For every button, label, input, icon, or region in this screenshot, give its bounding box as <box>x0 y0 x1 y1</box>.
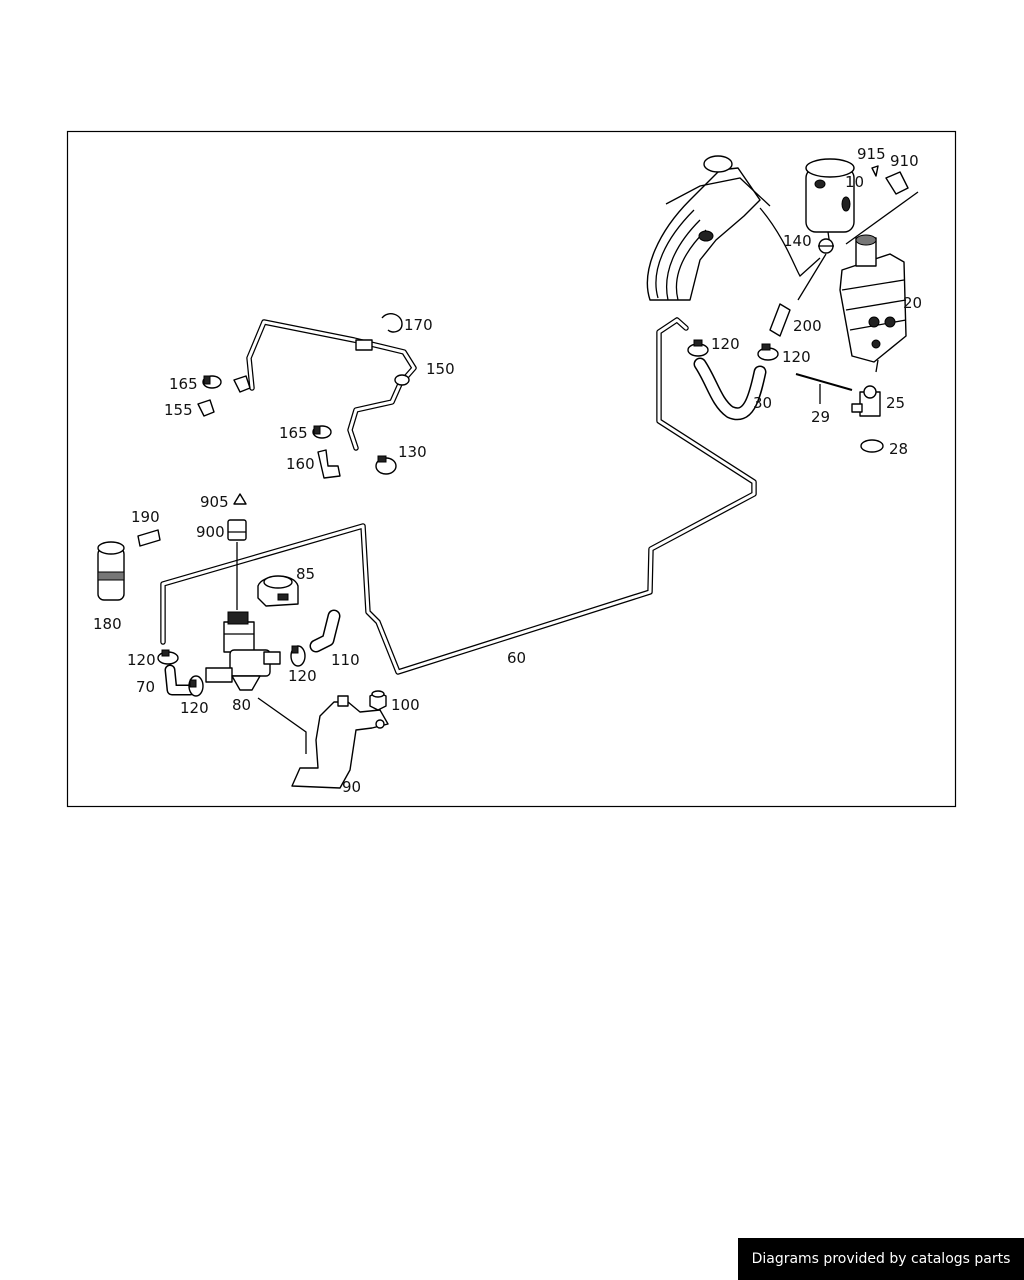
clamp-120-b[interactable] <box>757 343 779 361</box>
label-200: 200 <box>793 317 822 335</box>
label-170: 170 <box>404 316 433 334</box>
cap-905[interactable] <box>233 493 247 505</box>
label-180: 180 <box>93 615 122 633</box>
intake-assembly[interactable] <box>646 155 821 301</box>
line-60[interactable] <box>160 317 757 675</box>
clamp-120-c[interactable] <box>157 649 179 665</box>
label-150: 150 <box>426 360 455 378</box>
clamp-120-e[interactable] <box>290 645 306 667</box>
label-915: 915 <box>857 145 886 163</box>
filter-10[interactable] <box>805 158 855 247</box>
fitting-155-link <box>233 375 251 393</box>
clip-140[interactable] <box>818 238 834 254</box>
label-80: 80 <box>232 696 251 714</box>
label-25: 25 <box>886 394 905 412</box>
label-910: 910 <box>890 152 919 170</box>
filter-180[interactable] <box>97 541 125 601</box>
cap-915[interactable] <box>871 165 879 177</box>
label-10: 10 <box>845 173 864 191</box>
seal-ring-28[interactable] <box>860 439 884 453</box>
clamp-120-d[interactable] <box>188 675 204 697</box>
label-120-a: 120 <box>711 335 740 353</box>
label-30: 30 <box>753 394 772 412</box>
label-120-d: 120 <box>180 699 209 717</box>
line-150-clip <box>355 339 373 351</box>
label-20: 20 <box>903 294 922 312</box>
hose-110[interactable] <box>309 609 341 653</box>
label-29: 29 <box>811 408 830 426</box>
label-165-b: 165 <box>279 424 308 442</box>
bracket-90[interactable] <box>257 695 389 789</box>
label-155: 155 <box>164 401 193 419</box>
label-85: 85 <box>296 565 315 583</box>
diagram-frame <box>66 130 957 808</box>
connector-160[interactable] <box>317 449 341 479</box>
clamp-170[interactable] <box>381 313 403 333</box>
label-120-c: 120 <box>127 651 156 669</box>
clamp-130[interactable] <box>375 455 397 475</box>
switchover-valve-80[interactable] <box>205 611 281 691</box>
label-100: 100 <box>391 696 420 714</box>
label-70: 70 <box>136 678 155 696</box>
clamp-165-b[interactable] <box>312 425 332 439</box>
charcoal-canister-20[interactable] <box>839 191 919 373</box>
label-900: 900 <box>196 523 225 541</box>
credit-banner: Diagrams provided by catalogs parts <box>738 1238 1024 1280</box>
label-110: 110 <box>331 651 360 669</box>
rod-29[interactable] <box>795 373 853 391</box>
label-140: 140 <box>783 232 812 250</box>
label-120-e: 120 <box>288 667 317 685</box>
label-905: 905 <box>200 493 229 511</box>
label-90: 90 <box>342 778 361 796</box>
label-60: 60 <box>507 649 526 667</box>
plug-910[interactable] <box>885 171 909 195</box>
label-120-b: 120 <box>782 348 811 366</box>
plug-900[interactable] <box>227 519 247 541</box>
bracket-85[interactable] <box>257 575 299 607</box>
hose-70[interactable] <box>164 664 196 696</box>
clamp-165-a[interactable] <box>202 375 222 389</box>
label-130: 130 <box>398 443 427 461</box>
line-150[interactable] <box>246 319 417 451</box>
hose-30[interactable] <box>693 357 767 421</box>
label-160: 160 <box>286 455 315 473</box>
valve-25[interactable] <box>851 385 881 417</box>
label-165-a: 165 <box>169 375 198 393</box>
label-28: 28 <box>889 440 908 458</box>
tube-200[interactable] <box>769 303 791 337</box>
nut-100[interactable] <box>369 690 387 711</box>
tube-190[interactable] <box>137 529 161 547</box>
line-150-grommet <box>394 374 410 386</box>
label-190: 190 <box>131 508 160 526</box>
connector-155[interactable] <box>197 399 215 417</box>
clamp-120-a[interactable] <box>687 339 709 357</box>
